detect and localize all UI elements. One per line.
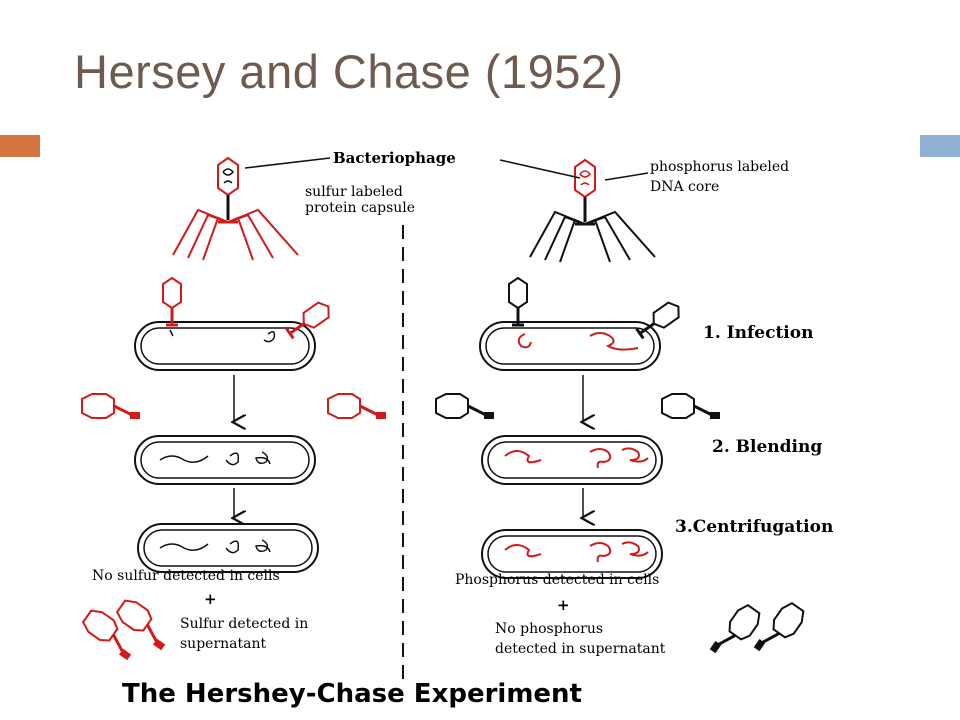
right-ghost-blend-right [660,392,722,421]
right-result-line1: Phosphorus detected in cells [455,572,659,588]
left-phage-large [172,156,299,261]
left-ghost-blend-left [80,392,142,421]
right-phage-large [529,158,656,263]
experiment-title: The Hershey-Chase Experiment [122,679,582,709]
left-cell-centrifugation [137,523,319,573]
left-phage-label-line1: sulfur labeled [305,184,403,200]
right-result-line3: detected in supernatant [495,641,666,657]
right-plus: + [557,596,570,614]
right-result-line2: No phosphorus [495,621,603,637]
slide-title: Hersey and Chase (1952) [74,45,624,98]
accent-bar-left [0,135,40,157]
hershey-chase-diagram: Bacteriophage sulfur labeled protein cap… [78,149,833,709]
accent-bar-right [920,135,960,157]
left-phage-infecting-top [161,276,183,327]
left-phage-label-line2: protein capsule [305,200,415,216]
left-result-line3: supernatant [180,636,266,652]
right-phage-label-line1: phosphorus labeled [650,159,789,175]
step-2-label: 2. Blending [712,437,822,457]
left-result-line2: Sulfur detected in [180,616,308,632]
step-1-label: 1. Infection [703,323,813,343]
right-cell-infection [479,321,661,371]
left-plus: + [204,590,217,608]
right-phage-label-line2: DNA core [650,179,719,195]
left-cell-blending [134,435,316,485]
bacteriophage-label: Bacteriophage [333,149,456,167]
step-3-label: 3.Centrifugation [675,517,833,537]
right-supernatant-ghost-1 [708,600,765,666]
right-supernatant-ghost-2 [752,598,809,664]
left-result-line1: No sulfur detected in cells [92,568,280,584]
right-phage-infecting-top [507,276,529,327]
left-supernatant-ghost-2 [112,595,178,652]
left-ghost-blend-right [326,392,388,421]
right-ghost-blend-left [434,392,496,421]
right-phage-infecting-side [633,297,686,343]
